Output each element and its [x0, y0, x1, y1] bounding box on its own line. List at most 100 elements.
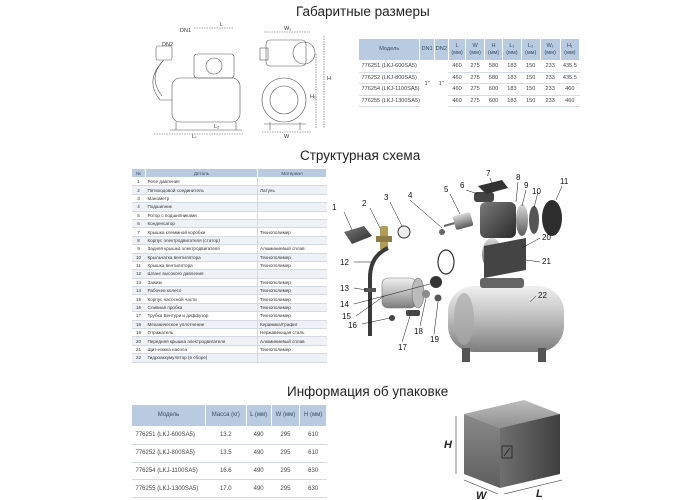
table-row: 776255 (LKJ-1300SA5) 17.0 490 295 630 — [131, 479, 327, 499]
dim-cell: 460 — [560, 83, 580, 96]
dim-header: DN1 — [419, 38, 435, 61]
pack-cell: 13.5 — [205, 444, 247, 463]
parts-cell-num: 20 — [131, 336, 146, 346]
table-row: 776251 (LKJ-600SA5) 13.2 490 295 610 — [131, 426, 327, 445]
table-row: 776255 (LKJ-1300SA5) 460 275 600 183 150… — [358, 95, 580, 108]
dimensions-table: Модель DN1 DN2 L (мм) W (мм) H (мм) L₁ (… — [357, 38, 581, 108]
parts-cell-part: Щит-ножка насоса — [145, 345, 258, 355]
dim-header: DN2 — [433, 38, 449, 61]
dim-cell: 600 — [484, 83, 503, 96]
table-row: 776251 (LKJ-600SA5) 1" 1" 460 275 580 18… — [358, 60, 580, 87]
label-h1: H₁ — [310, 94, 316, 100]
callout-3: 3 — [384, 193, 389, 202]
parts-cell-part: Подшипник — [145, 202, 258, 212]
dim-header: Модель — [357, 38, 421, 61]
label-l-small: L — [220, 22, 223, 28]
parts-cell-num: 8 — [131, 236, 146, 246]
parts-cell-num: 16 — [131, 303, 146, 313]
dim-dn1-cell: 1" — [424, 80, 430, 87]
motor-stator — [480, 202, 516, 238]
parts-cell-part: Конденсатор — [145, 219, 258, 229]
pack-cell: 295 — [271, 479, 300, 499]
pack-cell: 17.0 — [205, 479, 247, 499]
dimensions-header-row: Модель DN1 DN2 L (мм) W (мм) H (мм) L₁ (… — [357, 38, 581, 61]
mechanical-seal — [422, 290, 430, 298]
structure-title: Структурная схема — [300, 148, 421, 163]
box-label-h: H — [444, 439, 453, 451]
pack-cell: 610 — [299, 426, 327, 445]
parts-cell-num: 2 — [131, 185, 146, 195]
parts-cell-part: Крыльчатка вентилятора — [145, 253, 258, 262]
callout-13: 13 — [340, 284, 349, 293]
dim-header: W₁ (мм) — [539, 38, 561, 61]
parts-header-row: № Деталь Материал — [131, 168, 327, 178]
packing-table: Модель Масса (кг) L (мм) W (мм) H (мм) 7… — [131, 404, 327, 499]
exploded-view: 1 2 3 4 5 6 7 8 9 10 11 12 13 14 15 16 1… — [332, 169, 569, 362]
parts-cell-mat: Нержавеющая сталь — [257, 328, 327, 338]
label-w: W — [284, 134, 290, 138]
dim-cell: 776254 (LKJ-1100SA5) — [358, 83, 420, 96]
parts-cell-mat: Технополимер — [257, 303, 327, 313]
dim-cell: 460 — [448, 83, 466, 96]
parts-cell-part: Реле давления — [145, 177, 258, 187]
parts-cell-mat — [257, 219, 327, 229]
side-motor — [265, 39, 307, 67]
parts-cell-mat: Технополимер — [257, 227, 327, 237]
parts-header: Материал — [257, 168, 327, 178]
box-symbol-icon — [501, 445, 513, 459]
pack-cell: 490 — [246, 479, 272, 499]
pack-cell: 630 — [299, 479, 327, 499]
callout-14: 14 — [340, 300, 349, 309]
dim-cell: 776251 (LKJ-600SA5) — [358, 60, 420, 73]
dim-header: W (мм) — [465, 38, 486, 61]
dim-header: H₁ (мм) — [559, 38, 581, 61]
dim-cell: 275 — [465, 95, 485, 108]
pack-cell: 776251 (LKJ-600SA5) — [131, 426, 206, 445]
parts-cell-part: Крышка вентилятора — [145, 261, 258, 271]
dim-header: L₂ (мм) — [520, 38, 541, 61]
box-side — [500, 414, 560, 488]
high-pressure-hose — [368, 246, 389, 336]
label-dn1: DN1 — [180, 28, 191, 34]
dim-header: L (мм) — [447, 38, 467, 61]
callout-18: 18 — [414, 327, 423, 336]
dim-cell: 460 — [448, 60, 466, 73]
parts-cell-part: Корпус насосной части — [145, 294, 258, 304]
packing-header-row: Модель Масса (кг) L (мм) W (мм) H (мм) — [131, 404, 327, 427]
dim-cell: 150 — [521, 95, 541, 108]
callout-1: 1 — [332, 203, 337, 212]
dim-cell: 233 — [540, 95, 561, 108]
parts-cell-part: Трубка Вентури и диффузор — [145, 311, 258, 321]
parts-cell-num: 18 — [131, 320, 146, 330]
parts-cell-mat: Алюминиевый сплав — [257, 336, 327, 346]
dim-cell: 600 — [484, 95, 503, 108]
parts-cell-num: 22 — [131, 353, 146, 363]
dim-cell: 233 — [540, 60, 561, 73]
parts-cell-mat — [257, 236, 327, 246]
parts-cell-mat: Технополимер — [257, 294, 327, 304]
pack-cell: 490 — [246, 444, 272, 463]
callout-12: 12 — [340, 258, 349, 267]
callout-10: 10 — [532, 187, 541, 196]
parts-cell-num: 21 — [131, 345, 146, 355]
bearing — [439, 229, 445, 235]
callout-5: 5 — [444, 185, 449, 194]
parts-cell-mat — [257, 194, 327, 204]
parts-cell-mat — [257, 177, 327, 187]
drain-plug — [389, 315, 395, 321]
parts-cell-num: 1 — [131, 177, 146, 187]
callout-2: 2 — [362, 199, 367, 208]
